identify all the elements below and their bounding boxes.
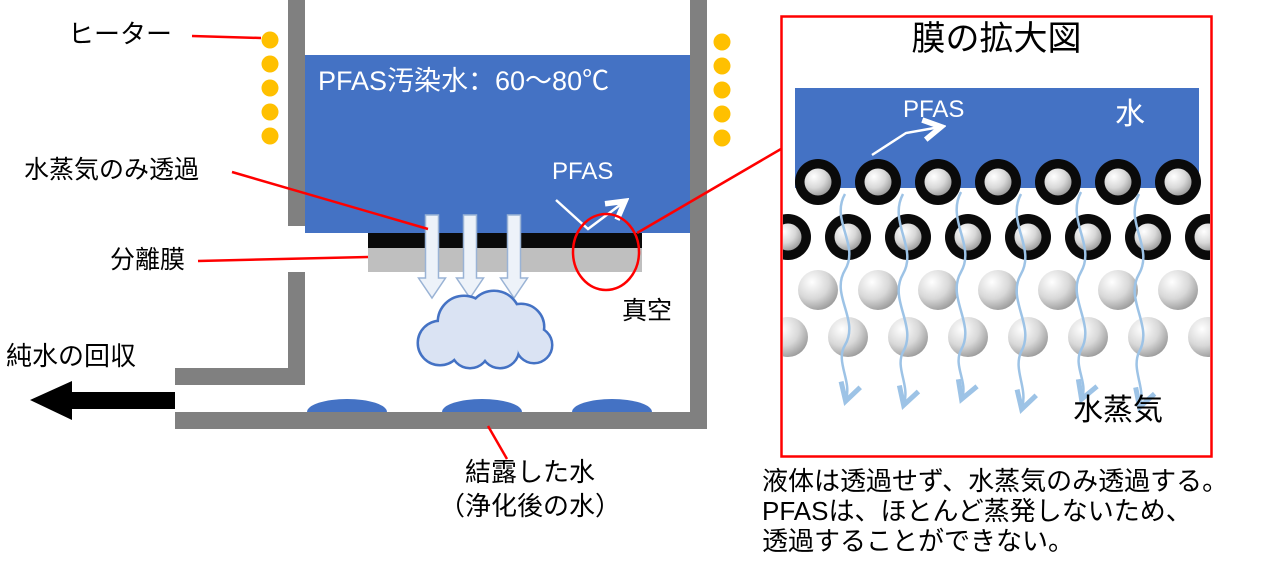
vapor-through-membrane-arrows — [417, 214, 529, 300]
panel-title: 膜の拡大図 — [911, 20, 1082, 58]
panel-water-label: 水 — [1115, 98, 1145, 131]
panel-caption: 液体は透過せず、水蒸気のみ透過する。 PFASは、ほとんど蒸発しないため、 透過… — [762, 466, 1228, 556]
magnified-panel-border — [780, 15, 1213, 458]
annotation-leader-lines — [191, 34, 782, 460]
pfas-bounce-arrow — [555, 200, 624, 231]
tank-pfas-label: PFAS — [552, 158, 614, 185]
vapor-cloud-icon — [416, 289, 554, 370]
panel-pfas-arrow — [871, 127, 940, 157]
chamber-bottom-wall — [175, 412, 707, 429]
heater-label: ヒーター — [68, 19, 173, 49]
condensed-water-line1: 結露した水 — [464, 457, 595, 487]
caption-line-3: 透過することができない。 — [762, 526, 1075, 556]
panel-vapor-label: 水蒸気 — [1073, 394, 1163, 427]
membrane-highlight-circle — [571, 212, 641, 292]
vapor-path-arrows — [841, 191, 1144, 408]
particle-row-2 — [783, 214, 1210, 260]
vacuum-label: 真空 — [622, 297, 673, 325]
particle-row-4 — [783, 317, 1210, 357]
pure-water-arrow — [30, 381, 175, 420]
panel-pfas-label: PFAS — [903, 96, 965, 123]
heater-dots-left — [261, 31, 279, 145]
pure-water-label: 純水の回収 — [6, 341, 137, 371]
tank-water-label: PFAS汚染水：60〜80℃ — [318, 66, 610, 96]
caption-line-2: PFASは、ほとんど蒸発しないため、 — [762, 496, 1192, 526]
caption-line-1: 液体は透過せず、水蒸気のみ透過する。 — [762, 466, 1229, 496]
condensed-water-line2: （浄化後の水） — [438, 490, 621, 521]
separation-membrane — [368, 233, 642, 272]
vapor-permeate-label: 水蒸気のみ透過 — [24, 156, 200, 184]
membrane-particles — [783, 159, 1210, 408]
heater-dots-right — [713, 33, 731, 147]
membrane-label: 分離膜 — [110, 246, 186, 274]
tank-walls — [175, 0, 707, 429]
condensed-water-label: 結露した水 （浄化後の水） — [405, 456, 655, 524]
